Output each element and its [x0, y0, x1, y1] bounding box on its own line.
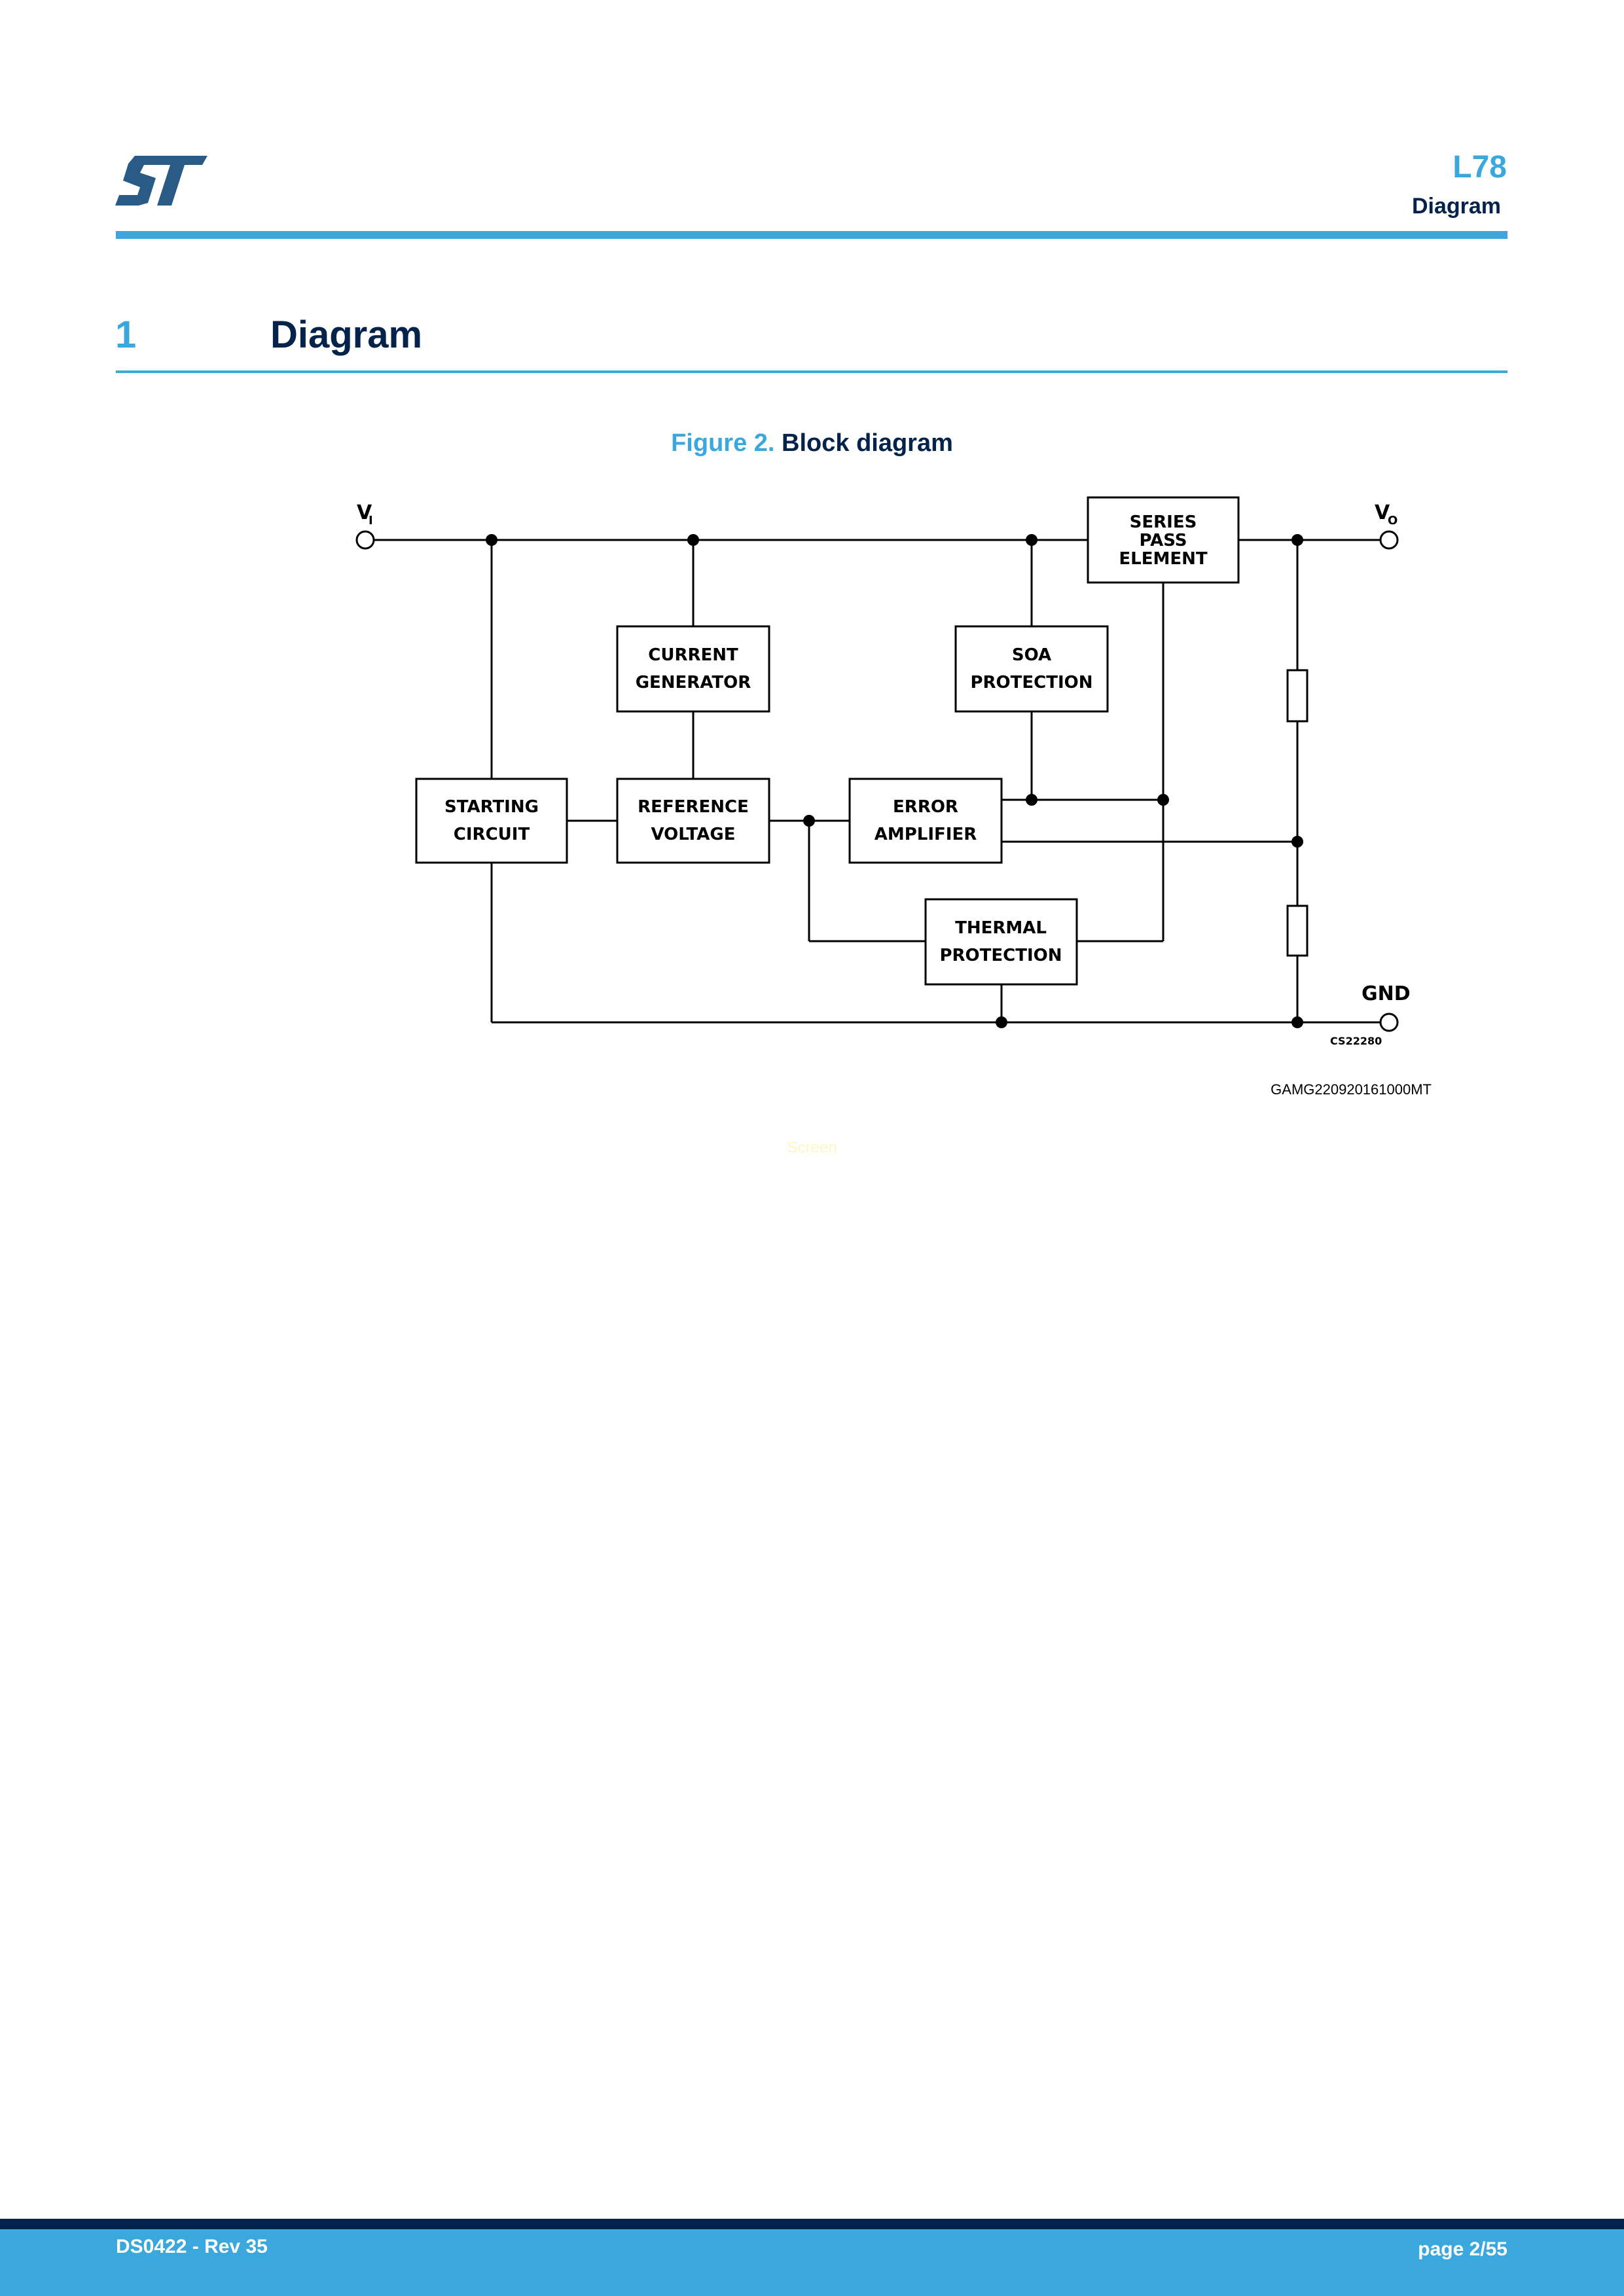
reference-voltage-block	[616, 778, 770, 864]
reference-voltage-label-1: REFERENCE	[638, 797, 749, 817]
error-amplifier-label-1: ERROR	[893, 797, 958, 817]
resistor-upper	[1286, 669, 1308, 723]
terminals	[355, 530, 1399, 1032]
starting-circuit-label-2: CIRCUIT	[454, 825, 530, 844]
current-generator-block	[616, 625, 770, 713]
figure-number: Figure 2.	[671, 429, 775, 457]
error-amplifier-label-2: AMPLIFIER	[875, 825, 977, 844]
output-label: V	[1375, 501, 1390, 524]
error-amplifier-block	[848, 778, 1003, 864]
figure-caption: Figure 2. Block diagram	[0, 429, 1624, 457]
reference-voltage-label-2: VOLTAGE	[651, 825, 736, 844]
faint-annotation: Screen	[787, 1139, 837, 1157]
series-pass-label-3: ELEMENT	[1119, 549, 1207, 569]
drawing-code: CS22280	[1330, 1035, 1382, 1047]
series-pass-element-block	[1087, 496, 1240, 584]
block-labels: SERIES PASS ELEMENT CURRENT GENERATOR SO…	[444, 512, 1208, 965]
blocks	[415, 496, 1240, 986]
section-rule	[116, 370, 1507, 373]
block-diagram: SERIES PASS ELEMENT CURRENT GENERATOR SO…	[355, 496, 1411, 1047]
footer-stripe	[0, 2219, 1624, 2229]
ground-terminal	[1379, 1013, 1399, 1032]
wires	[374, 539, 1380, 1024]
thermal-protection-block	[924, 898, 1078, 986]
input-terminal	[355, 530, 375, 550]
st-logo	[115, 156, 208, 206]
junctions	[486, 534, 1303, 1028]
starting-circuit-label-1: STARTING	[444, 797, 539, 817]
input-label-subscript: I	[369, 514, 373, 528]
footer-document-revision: DS0422 - Rev 35	[116, 2236, 268, 2257]
section-title: Diagram	[270, 314, 423, 356]
header-rule	[116, 231, 1507, 239]
series-pass-label-2: PASS	[1139, 531, 1187, 550]
soa-protection-block	[954, 625, 1109, 713]
output-terminal	[1379, 530, 1399, 550]
soa-protection-label-1: SOA	[1012, 645, 1051, 665]
terminal-labels: V I V O GND CS22280	[357, 501, 1411, 1047]
section-number: 1	[115, 314, 137, 356]
footer-band	[0, 2229, 1624, 2296]
starting-circuit-block	[415, 778, 568, 864]
input-label: V	[357, 501, 372, 524]
resistors	[1286, 669, 1308, 957]
figure-title: Block diagram	[782, 429, 953, 457]
ground-label: GND	[1362, 982, 1411, 1005]
current-generator-label-1: CURRENT	[648, 645, 738, 665]
document-id: L78	[1453, 150, 1507, 185]
output-label-subscript: O	[1388, 514, 1398, 528]
thermal-protection-label-1: THERMAL	[955, 918, 1047, 938]
series-pass-label-1: SERIES	[1130, 512, 1197, 532]
current-generator-label-2: GENERATOR	[636, 673, 751, 692]
resistor-lower	[1286, 905, 1308, 957]
figure-reference-code: GAMG220920161000MT	[1271, 1081, 1432, 1098]
soa-protection-label-2: PROTECTION	[970, 673, 1092, 692]
thermal-protection-label-2: PROTECTION	[939, 946, 1062, 965]
footer-page-number: page 2/55	[1418, 2238, 1507, 2260]
document-subtitle: Diagram	[1411, 194, 1501, 219]
